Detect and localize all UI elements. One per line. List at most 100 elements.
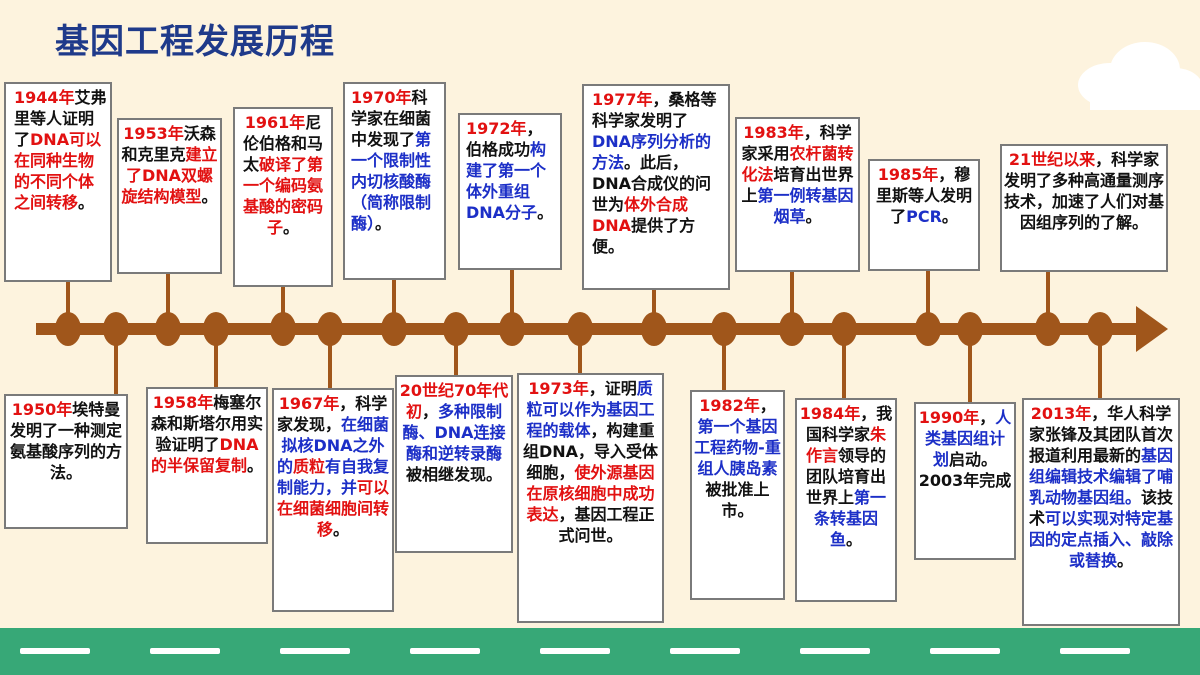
event-highlight: 可以实现对特定基因的定点插入、敲除或替换 (1028, 509, 1174, 570)
event-highlight: 农杆菌转化法 (741, 144, 854, 184)
event-year: 1967年 (278, 394, 340, 413)
event-year: 1961年 (244, 113, 306, 132)
event-highlight: 使外源基因在原核细胞中成功表达 (526, 463, 655, 524)
event-text: ，基因工程正式问世。 (558, 505, 655, 545)
event-highlight: 第一个基因工程药物-重组人胰岛素 (694, 417, 781, 478)
road-dash (280, 648, 350, 654)
event-year: 1972年 (466, 119, 527, 138)
stem (66, 280, 70, 320)
event-text: 埃特曼发明了一种测定氨基酸序列的方法。 (9, 400, 122, 482)
event-card-1970s: 20世纪70年代初，多种限制酶、DNA连接酶和逆转录酶被相继发现。 (395, 375, 513, 553)
stem (166, 272, 170, 320)
stem (214, 340, 218, 388)
event-text: ，华人科学家张锋及其团队首次报道利用最新的 (1028, 404, 1173, 465)
timeline-dot (641, 312, 667, 346)
stem (1046, 270, 1050, 320)
event-card-1972: 1972年，伯格成功构建了第一个体外重组DNA分子。 (458, 113, 562, 270)
event-highlight: DNA可以在同种生物的不同个体之间转移 (14, 130, 102, 212)
event-text: ，穆里斯等人发明了 (875, 165, 972, 226)
event-text: 。 (247, 456, 264, 475)
event-highlight: 质粒 (292, 457, 325, 476)
event-text: 。 (941, 207, 958, 226)
event-card-1985: 1985年，穆里斯等人发明了PCR。 (868, 159, 980, 271)
event-highlight: 朱作言 (805, 425, 887, 465)
event-year: 1983年 (743, 123, 804, 142)
event-text: 梅塞尔森和斯塔尔用实验证明了 (150, 393, 263, 454)
event-text: 。此后，DNA合成仪的问世为 (592, 153, 712, 214)
road-dash (540, 648, 610, 654)
stem (510, 268, 514, 320)
event-text: 。 (537, 203, 554, 222)
event-highlight: 有自我复制能力，并 (276, 457, 390, 497)
event-highlight: 人类基因组计划 (924, 408, 1012, 469)
stem (454, 340, 458, 376)
timeline-dot (779, 312, 805, 346)
event-text: 科学家在细菌中发现了 (351, 88, 432, 149)
event-text: 启动。2003年完成 (918, 450, 1012, 490)
event-text: 。 (805, 207, 822, 226)
event-text: 被批准上市。 (705, 480, 770, 520)
stem (1098, 340, 1102, 398)
event-year: 1982年 (699, 396, 760, 415)
stem (842, 340, 846, 398)
road-dash (670, 648, 740, 654)
event-year: 21世纪以来 (1008, 150, 1096, 169)
event-text: ，科学家采用 (741, 123, 852, 163)
timeline-dot (1087, 312, 1113, 346)
timeline-dot (317, 312, 343, 346)
event-card-1990: 1990年，人类基因组计划启动。2003年完成 (914, 402, 1016, 560)
timeline-dot (203, 312, 229, 346)
stem (281, 285, 285, 320)
timeline-dot (103, 312, 129, 346)
event-highlight: 基因组编辑技术编辑了哺乳动物基因组。 (1028, 446, 1174, 507)
event-text: 培育出世界上 (741, 165, 854, 205)
event-year: 1985年 (877, 165, 939, 184)
event-card-1950: 1950年埃特曼发明了一种测定氨基酸序列的方法。 (4, 394, 128, 529)
timeline-dot (1035, 312, 1061, 346)
event-highlight: 质粒可以作为基因工程的载体 (526, 379, 655, 440)
event-card-1944: 1944年艾弗里等人证明了DNA可以在同种生物的不同个体之间转移。 (4, 82, 112, 282)
stem (926, 270, 930, 320)
stem (114, 340, 118, 396)
road-dash (410, 648, 480, 654)
event-text: 提供了方便。 (592, 216, 696, 256)
stem (392, 278, 396, 320)
timeline-dot (443, 312, 469, 346)
event-text: ，科学家发现， (276, 394, 388, 434)
event-year: 1990年 (918, 408, 980, 427)
timeline-dot (499, 312, 525, 346)
event-text: 。 (283, 218, 300, 237)
event-text: ， (979, 408, 996, 427)
road-dash (150, 648, 220, 654)
event-highlight: 建立了DNA双螺旋结构模型 (121, 145, 218, 206)
stem (328, 340, 332, 390)
event-text: ， (759, 396, 776, 415)
event-card-2013: 2013年，华人科学家张锋及其团队首次报道利用最新的基因组编辑技术编辑了哺乳动物… (1022, 398, 1180, 626)
event-card-1958: 1958年梅塞尔森和斯塔尔用实验证明了DNA的半保留复制。 (146, 387, 268, 544)
event-text: ，科学家发明了多种高通量测序技术，加速了人们对基因组序列的了解。 (1004, 150, 1165, 232)
timeline-dot (831, 312, 857, 346)
event-card-1977: 1977年，桑格等科学家发明了DNA序列分析的方法。此后，DNA合成仪的问世为体… (582, 84, 730, 290)
event-highlight: 在细菌拟核DNA之外的 (276, 415, 390, 476)
stem (652, 288, 656, 320)
event-card-1983: 1983年，科学家采用农杆菌转化法培育出世界上第一例转基因烟草。 (735, 117, 860, 272)
event-text: ， (421, 402, 438, 421)
event-highlight: 可以在细菌细胞间转移 (276, 478, 390, 539)
timeline-dot (915, 312, 941, 346)
event-text: 领导的团队培育出世界上 (805, 446, 887, 507)
event-year: 1944年 (14, 88, 75, 107)
event-year: 1984年 (799, 404, 861, 423)
event-text: 。 (333, 520, 350, 539)
road-dash (930, 648, 1000, 654)
event-year: 2013年 (1030, 404, 1092, 423)
event-highlight: 破译了第一个编码氨基酸的密码子 (242, 155, 324, 237)
event-text: 。 (375, 214, 392, 233)
stem (968, 340, 972, 402)
event-year: 20世纪70年代初 (399, 381, 509, 421)
timeline-dot (957, 312, 983, 346)
timeline-dot (155, 312, 181, 346)
stem (578, 340, 582, 374)
event-highlight: DNA序列分析的方法 (592, 132, 712, 172)
timeline-dot (55, 312, 81, 346)
timeline-dot (270, 312, 296, 346)
